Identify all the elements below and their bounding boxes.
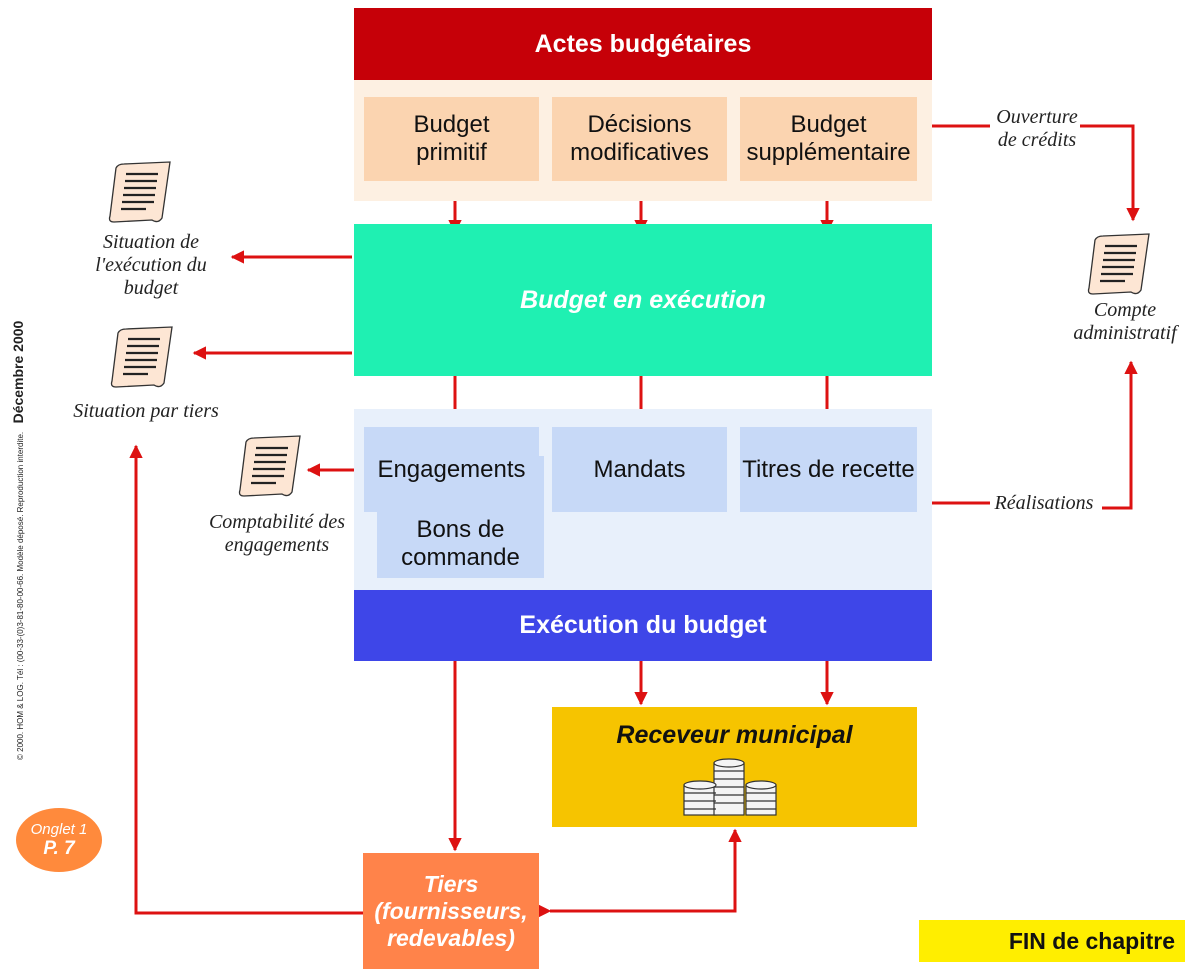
note-situation-tiers: Situation par tiers <box>73 400 219 422</box>
document-icon-situation-tiers <box>110 326 173 388</box>
budget-en-execution-box: Budget en exécution <box>354 224 932 376</box>
credit-date: Décembre 2000 <box>10 320 26 424</box>
decisions-modificatives-box: Décisions modificatives <box>552 97 727 181</box>
mandats-box: Mandats <box>552 427 727 512</box>
bons-de-commande-label: Bons de commande <box>377 512 544 576</box>
copyright-text: © 2000. HOM & LOG. Tél : (00-33-(0)3-81-… <box>16 431 25 760</box>
receveur-municipal-box: Receveur municipal <box>552 707 917 827</box>
note-situation-execution: Situation de l'exécution du budget <box>95 231 207 299</box>
note-comptabilite: Comptabilité des engagements <box>208 511 346 556</box>
document-icon-situation-execution <box>108 161 171 223</box>
budget-primitif-box: Budget primitif <box>364 97 539 181</box>
note-compte-administratif: Compte administratif <box>1073 299 1177 344</box>
fin-de-chapitre-button[interactable]: FIN de chapitre <box>919 920 1185 962</box>
onglet-page: P. 7 <box>43 837 75 859</box>
coins-icon <box>683 758 777 816</box>
onglet-badge[interactable]: Onglet 1 P. 7 <box>16 808 102 872</box>
note-realisations: Réalisations <box>994 492 1094 514</box>
arrow-realisations-to-compte <box>1102 360 1138 510</box>
side-copyright: © 2000. HOM & LOG. Tél : (00-33-(0)3-81-… <box>10 200 28 760</box>
document-icon-compte-administratif <box>1087 233 1150 295</box>
titres-de-recette-box: Titres de recette <box>740 427 917 512</box>
tiers-box: Tiers (fournisseurs, redevables) <box>363 853 539 969</box>
engagements-box: Engagements <box>364 427 539 512</box>
actes-title: Actes budgétaires <box>354 8 932 80</box>
execution-du-budget-title: Exécution du budget <box>354 590 932 661</box>
receveur-municipal-label: Receveur municipal <box>616 720 853 749</box>
arrow-tiers-receveur <box>537 828 742 918</box>
onglet-label: Onglet 1 <box>30 820 88 838</box>
arrow-tiers-to-situation <box>129 444 363 915</box>
budget-supplementaire-box: Budget supplémentaire <box>740 97 917 181</box>
document-icon-comptabilite <box>238 435 301 497</box>
arrow-ouverture-to-compte <box>1080 124 1140 222</box>
note-ouverture-credits: Ouverture de crédits <box>996 106 1078 151</box>
